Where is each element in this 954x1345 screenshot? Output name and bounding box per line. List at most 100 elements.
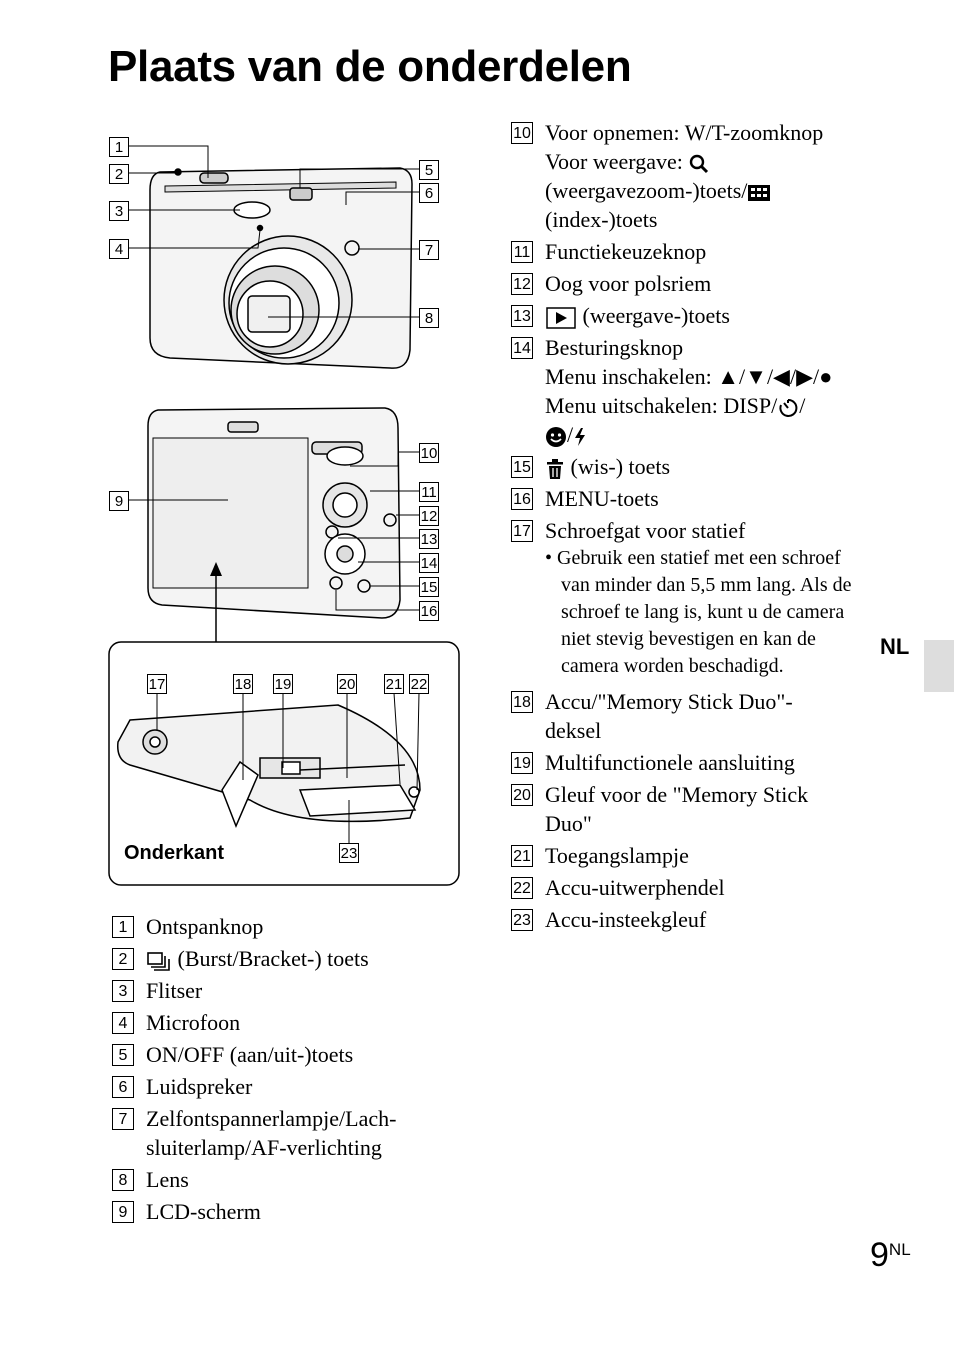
- callout-1: 1: [109, 137, 129, 157]
- item-text: Microfoon: [146, 1010, 241, 1035]
- callout-3: 3: [109, 201, 129, 221]
- item-text: Accu-insteekgleuf: [545, 907, 707, 932]
- item-text: Menu uitschakelen: DISP/: [545, 393, 778, 418]
- item-text: Zelfontspannerlampje/Lach-sluiterlamp/AF…: [146, 1106, 397, 1160]
- note-text: Gebruik een statief met een schroef van …: [557, 547, 852, 677]
- trash-icon: [547, 458, 563, 479]
- callout-17: 17: [147, 674, 167, 694]
- callout-22: 22: [409, 674, 429, 694]
- item-text: Luidspreker: [146, 1074, 253, 1099]
- item-text: Multifunctionele aansluiting: [545, 750, 795, 775]
- callout-13: 13: [419, 529, 439, 549]
- item-text: Voor weergave:: [545, 149, 683, 174]
- item-text: Toegangslampje: [545, 843, 689, 868]
- list-item: 11 Functiekeuzeknop: [511, 237, 861, 266]
- callout-23: 23: [339, 843, 359, 863]
- list-item: 8 Lens: [112, 1165, 452, 1194]
- item-number: 12: [511, 273, 533, 295]
- callout-15: 15: [419, 577, 439, 597]
- playback-icon: [546, 307, 576, 329]
- smile-shutter-icon: [546, 426, 566, 447]
- callout-20: 20: [337, 674, 357, 694]
- page-number-value: 9: [870, 1236, 889, 1274]
- page-number: 9NL: [870, 1236, 911, 1275]
- list-item: 3 Flitser: [112, 976, 452, 1005]
- item-number: 13: [511, 305, 533, 327]
- note-bullet: • Gebruik een statief met een schroef va…: [545, 547, 852, 677]
- item-text: Menu inschakelen: ▲/▼/◀/▶/●: [545, 364, 833, 389]
- page-title: Plaats van de onderdelen: [108, 42, 632, 91]
- item-number: 7: [112, 1108, 134, 1130]
- item-number: 8: [112, 1169, 134, 1191]
- callout-6: 6: [419, 183, 439, 203]
- list-item: 1 Ontspanknop: [112, 912, 452, 941]
- callout-18: 18: [233, 674, 253, 694]
- item-text: Schroefgat voor statief: [545, 518, 746, 543]
- item-number: 16: [511, 488, 533, 510]
- index-grid-icon: [748, 184, 771, 201]
- item-text: (weergavezoom-)toets/: [545, 178, 748, 203]
- callout-19: 19: [273, 674, 293, 694]
- callout-21: 21: [384, 674, 404, 694]
- list-item: 2 (Burst/Bracket-) toets: [112, 944, 452, 973]
- item-number: 22: [511, 877, 533, 899]
- list-item: 6 Luidspreker: [112, 1072, 452, 1101]
- callout-14: 14: [419, 553, 439, 573]
- item-text: /: [567, 422, 574, 447]
- callout-5: 5: [419, 160, 439, 180]
- list-item: 12 Oog voor polsriem: [511, 269, 861, 298]
- list-item: 13 (weergave-)toets: [511, 301, 861, 330]
- callout-11: 11: [419, 482, 439, 502]
- item-number: 3: [112, 980, 134, 1002]
- item-text: Flitser: [146, 978, 203, 1003]
- callout-12: 12: [419, 506, 439, 526]
- item-number: 14: [511, 337, 533, 359]
- item-text: Accu-uitwerphendel: [545, 875, 725, 900]
- right-parts-list: 10 Voor opnemen: W/T-zoomknop Voor weerg…: [511, 118, 861, 937]
- item-number: 15: [511, 456, 533, 478]
- language-tab-label: NL: [880, 634, 910, 659]
- callout-4: 4: [109, 239, 129, 259]
- item-number: 6: [112, 1076, 134, 1098]
- list-item: 21 Toegangslampje: [511, 841, 861, 870]
- item-number: 20: [511, 784, 533, 806]
- item-text: Lens: [146, 1167, 189, 1192]
- list-item: 16 MENU-toets: [511, 484, 861, 513]
- item-number: 9: [112, 1201, 134, 1223]
- item-number: 17: [511, 520, 533, 542]
- camera-back-illustration: [147, 407, 401, 619]
- list-item: 22 Accu-uitwerphendel: [511, 873, 861, 902]
- language-tab-marker: [924, 640, 954, 692]
- item-text: (Burst/Bracket-) toets: [177, 946, 369, 971]
- item-text: Voor opnemen: W/T-zoomknop: [545, 120, 824, 145]
- list-item: 9 LCD-scherm: [112, 1197, 452, 1226]
- item-number: 1: [112, 916, 134, 938]
- item-text: (wis-) toets: [570, 454, 671, 479]
- item-text: Ontspanknop: [146, 914, 264, 939]
- item-number: 21: [511, 845, 533, 867]
- bottom-view-box: [108, 641, 460, 886]
- camera-bottom-illustration: [117, 704, 421, 828]
- item-number: 23: [511, 909, 533, 931]
- list-item: 15 (wis-) toets: [511, 452, 861, 481]
- list-item: 5 ON/OFF (aan/uit-)toets: [112, 1040, 452, 1069]
- callout-8: 8: [419, 308, 439, 328]
- list-item: 20 Gleuf voor de "Memory Stick Duo": [511, 780, 861, 838]
- item-text: ON/OFF (aan/uit-)toets: [146, 1042, 354, 1067]
- zoom-magnifier-icon: [690, 154, 709, 174]
- item-text: Gleuf voor de "Memory Stick Duo": [545, 782, 809, 836]
- item-text: (weergave-)toets: [582, 303, 730, 328]
- item-number: 11: [511, 241, 533, 263]
- page-number-suffix: NL: [888, 1240, 911, 1259]
- item-number: 5: [112, 1044, 134, 1066]
- burst-icon: [147, 952, 170, 971]
- item-text: LCD-scherm: [146, 1199, 261, 1224]
- camera-front-illustration: [149, 167, 413, 369]
- item-text: MENU-toets: [545, 486, 659, 511]
- item-text: Functiekeuzeknop: [545, 239, 707, 264]
- item-text: Oog voor polsriem: [545, 271, 712, 296]
- item-text: (index-)toets: [545, 207, 658, 232]
